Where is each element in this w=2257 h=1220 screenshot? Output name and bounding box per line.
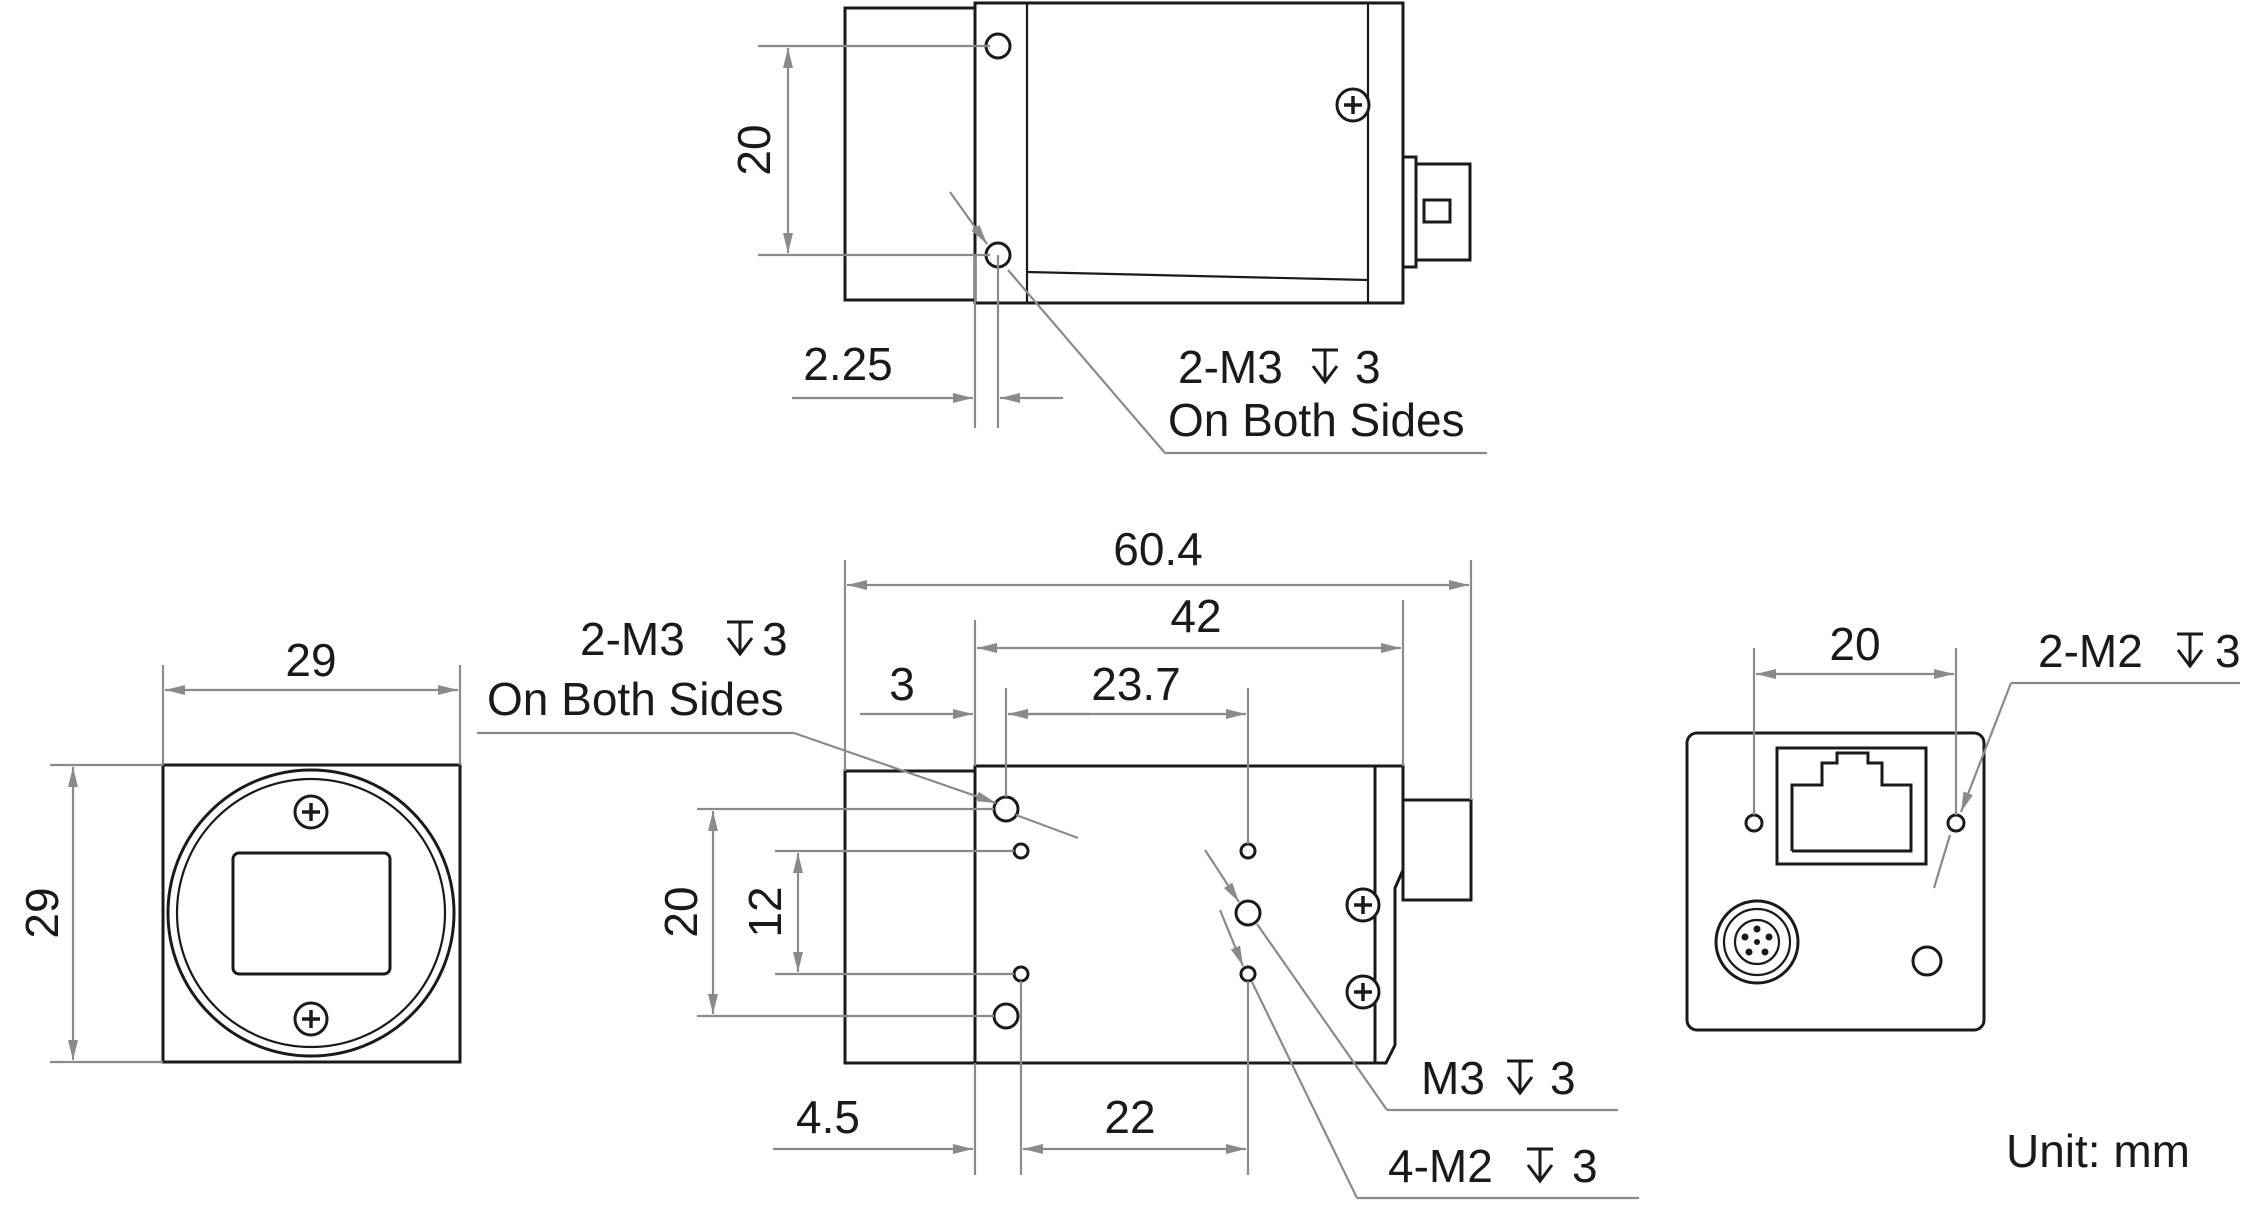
depth-icon [1525,1147,1555,1183]
rear-dim-20: 20 [1752,618,1958,815]
depth-icon [725,620,755,656]
top-callout-depth: 3 [1355,341,1381,393]
top-callout-2m3-text: 2-M3 [1178,341,1283,393]
side-dim-12-label: 12 [739,886,791,937]
side-view: 60.4 42 3 23.7 20 12 [477,523,1639,1200]
top-view-body [843,1,1472,305]
front-view-body [161,763,462,1064]
side-dim-60-4-label: 60.4 [1113,523,1203,575]
rear-callout-2m2: 2-M2 3 [1932,625,2241,889]
rear-callout-2m2-depth: 3 [2215,625,2241,677]
side-callout-2m3: 2-M3 3 On Both Sides [477,613,1079,840]
rear-callout-2m2-text: 2-M2 [2038,625,2143,677]
side-dim-3-and-23-7: 3 23.7 [860,658,1250,844]
side-view-body [843,764,1473,1065]
top-view: 20 2.25 2-M3 3 On Both Sides [728,1,1487,455]
rear-dim-20-label: 20 [1829,618,1880,670]
side-dim-4-5-label: 4.5 [796,1091,860,1143]
top-dim-2-25: 2.25 [792,255,1063,428]
side-dim-22-label: 22 [1104,1091,1155,1143]
front-dim-height: 29 [16,763,163,1064]
screw-icon [1345,974,1381,1010]
side-callout-m3-depth: 3 [1550,1052,1576,1104]
rear-view: 20 2-M2 3 [1685,618,2241,1032]
side-dim-3-label: 3 [889,658,915,710]
side-dim-12: 12 [739,849,1014,976]
side-callout-m3: M3 3 [1204,849,1618,1112]
top-dim-20: 20 [728,44,990,257]
top-callout-2m3: 2-M3 3 On Both Sides [949,191,1487,455]
side-dim-42-label: 42 [1170,590,1221,642]
top-callout-both-sides: On Both Sides [1168,394,1465,446]
screw-icon [293,1001,329,1037]
top-dim-20-label: 20 [728,124,780,175]
front-dim-width-label: 29 [285,634,336,686]
side-dim-23-7-label: 23.7 [1091,658,1181,710]
depth-icon [1310,348,1340,384]
unit-label: Unit: mm [2006,1125,2190,1177]
side-dim-20: 20 [655,807,994,1018]
depth-icon [2175,632,2205,668]
side-callout-4m2: 4-M2 3 [1218,909,1639,1200]
side-dim-42: 42 [973,590,1405,766]
top-dim-2-25-label: 2.25 [803,338,893,390]
side-callout-m3-text: M3 [1421,1052,1485,1104]
depth-icon [1505,1059,1535,1095]
side-callout-both-sides: On Both Sides [487,673,784,725]
screw-icon [1345,887,1381,923]
side-dim-20-label: 20 [655,886,707,937]
side-dim-60-4: 60.4 [843,523,1473,800]
side-callout-4m2-text: 4-M2 [1388,1140,1493,1192]
side-callout-2m3-depth: 3 [762,613,788,665]
rear-view-body [1685,731,1986,1032]
screw-icon [293,794,329,830]
screw-icon [1335,87,1371,123]
side-callout-4m2-depth: 3 [1572,1140,1598,1192]
side-dim-4-5-and-22: 4.5 22 [773,981,1250,1175]
front-dim-width: 29 [161,634,462,765]
front-view: 29 29 [16,634,462,1064]
side-callout-2m3-text: 2-M3 [580,613,685,665]
front-dim-height-label: 29 [16,887,68,938]
